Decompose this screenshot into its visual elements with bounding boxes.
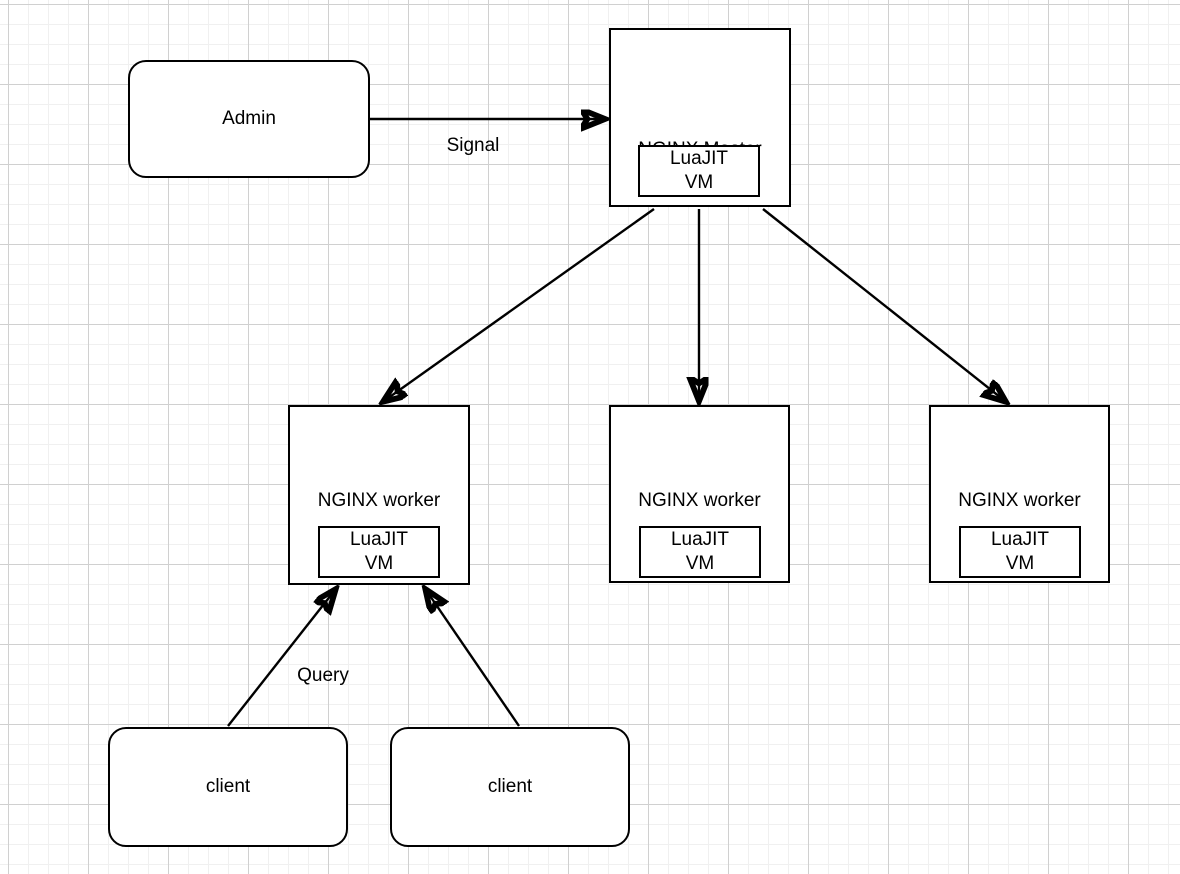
node-admin-label: Admin — [222, 108, 276, 129]
node-client-2[interactable]: client — [390, 727, 630, 847]
luajit-vm-label: LuaJIT VM — [990, 529, 1050, 574]
edge-master-to-worker3 — [762, 208, 1005, 401]
node-admin[interactable]: Admin — [128, 60, 370, 178]
node-client-2-label: client — [487, 776, 533, 797]
luajit-vm-box-worker-3[interactable]: LuaJIT VM — [959, 526, 1081, 578]
luajit-vm-label: LuaJIT VM — [349, 529, 409, 574]
edge-client2-to-worker1 — [426, 590, 520, 727]
edge-master-to-worker1 — [384, 208, 655, 401]
node-nginx-worker-1-label: NGINX worker — [317, 490, 441, 511]
luajit-vm-box-worker-1[interactable]: LuaJIT VM — [318, 526, 440, 578]
luajit-vm-box-worker-2[interactable]: LuaJIT VM — [639, 526, 761, 578]
edge-client1-to-worker1 — [227, 590, 335, 727]
luajit-vm-box-master[interactable]: LuaJIT VM — [638, 145, 760, 197]
edge-label-query: Query — [297, 665, 349, 686]
node-nginx-worker-3-label: NGINX worker — [958, 490, 1081, 511]
edge-label-signal: Signal — [446, 135, 500, 156]
luajit-vm-label: LuaJIT VM — [669, 148, 729, 193]
node-client-1[interactable]: client — [108, 727, 348, 847]
node-client-1-label: client — [205, 776, 251, 797]
luajit-vm-label: LuaJIT VM — [670, 529, 730, 574]
node-nginx-worker-2-label: NGINX worker — [638, 490, 761, 511]
